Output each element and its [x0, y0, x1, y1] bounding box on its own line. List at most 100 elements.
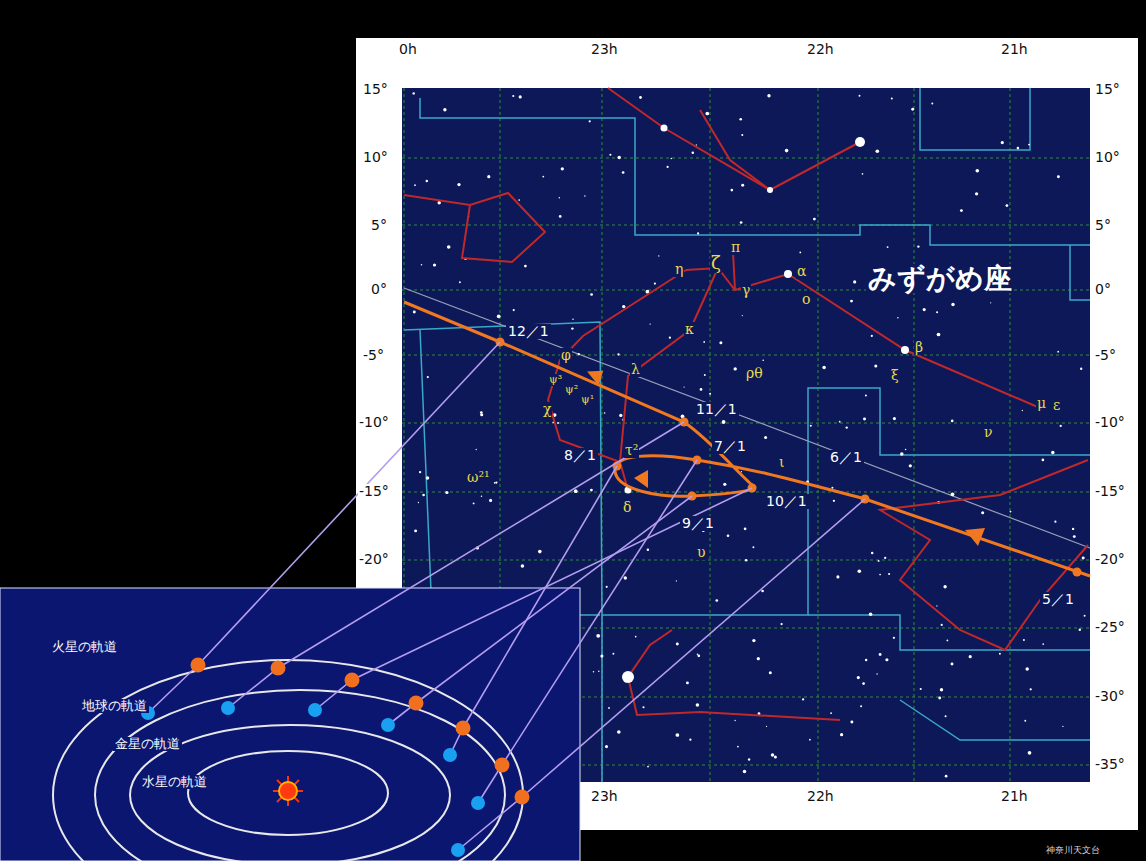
date-label: 9／1 — [680, 516, 716, 531]
ra-label: 21h — [1000, 789, 1029, 804]
star-name: κ — [684, 322, 695, 337]
star — [885, 658, 888, 661]
star — [846, 426, 848, 428]
sight-line — [148, 342, 500, 713]
star — [809, 739, 811, 741]
star — [590, 489, 593, 492]
star — [703, 341, 705, 343]
star — [871, 552, 873, 554]
ra-label: 0h — [398, 42, 418, 57]
star — [813, 218, 816, 221]
star — [862, 173, 864, 175]
star-name: μ — [1036, 396, 1047, 411]
star — [936, 605, 937, 606]
earth-dot — [308, 703, 322, 717]
star — [457, 183, 460, 186]
star — [676, 733, 680, 737]
star — [642, 706, 644, 708]
star — [785, 149, 789, 153]
ra-label: 22h — [806, 42, 835, 57]
star — [990, 302, 991, 303]
dec-label: 15° — [1094, 82, 1121, 97]
star-name: ψ² — [564, 384, 579, 396]
star — [888, 573, 890, 575]
star — [661, 125, 668, 132]
grid-line — [1010, 88, 1011, 782]
direction-arrow — [634, 470, 648, 488]
star-name: ξ — [890, 368, 900, 383]
star — [850, 720, 853, 723]
grid-line — [818, 88, 819, 782]
star — [715, 599, 718, 602]
star — [590, 293, 593, 296]
star — [1042, 643, 1044, 645]
star — [574, 489, 578, 493]
star — [719, 341, 722, 344]
chart-frame — [356, 38, 1138, 830]
star — [1062, 726, 1063, 727]
star — [879, 574, 881, 576]
star — [937, 333, 941, 337]
ra-label: 22h — [806, 789, 835, 804]
star — [799, 252, 801, 254]
star — [923, 308, 926, 311]
star — [951, 303, 954, 306]
star — [936, 311, 938, 313]
dec-label: -30° — [1094, 689, 1126, 704]
star — [857, 676, 860, 679]
star — [1006, 204, 1009, 207]
star — [524, 265, 527, 268]
star — [1082, 557, 1085, 560]
star — [704, 374, 706, 376]
star — [860, 705, 862, 707]
dec-label: -35° — [1094, 757, 1126, 772]
star-name: π — [730, 240, 741, 255]
star — [617, 730, 621, 734]
constellation-name: みずがめ座 — [866, 264, 1014, 293]
star-name: ψ³ — [548, 374, 563, 386]
star — [658, 255, 659, 256]
star — [1060, 425, 1062, 427]
star — [1054, 521, 1056, 523]
star — [999, 653, 1001, 655]
star — [639, 96, 642, 99]
star — [744, 527, 747, 530]
dec-label: 5° — [1094, 218, 1112, 233]
bright-stars — [622, 125, 909, 684]
star — [608, 707, 610, 709]
date-label: 11／1 — [694, 402, 739, 417]
star — [969, 655, 972, 658]
star — [741, 184, 744, 187]
star — [518, 199, 520, 201]
star — [445, 491, 448, 494]
star — [745, 559, 748, 562]
star-name: η — [674, 262, 684, 277]
dec-label: -15° — [358, 484, 390, 499]
sight-line — [315, 488, 752, 710]
star — [909, 464, 912, 467]
earth-dot — [381, 718, 395, 732]
star — [649, 323, 650, 324]
star — [538, 550, 542, 554]
star — [605, 745, 608, 748]
star — [771, 753, 775, 757]
star — [1042, 459, 1045, 462]
star — [1028, 144, 1030, 146]
star — [836, 575, 839, 578]
orbit-label: 火星の軌道 — [50, 640, 119, 654]
star — [593, 671, 594, 672]
star — [960, 209, 963, 212]
star — [596, 634, 600, 638]
direction-arrow — [587, 369, 606, 388]
star — [609, 154, 611, 156]
star — [676, 643, 679, 646]
star — [1010, 511, 1012, 513]
star — [697, 654, 700, 657]
star-name: δ — [622, 500, 632, 515]
dec-label: 0° — [1094, 282, 1112, 297]
mars-dot — [456, 721, 471, 736]
star — [414, 184, 416, 186]
star — [578, 353, 580, 355]
star — [624, 576, 627, 579]
star — [1080, 368, 1082, 370]
